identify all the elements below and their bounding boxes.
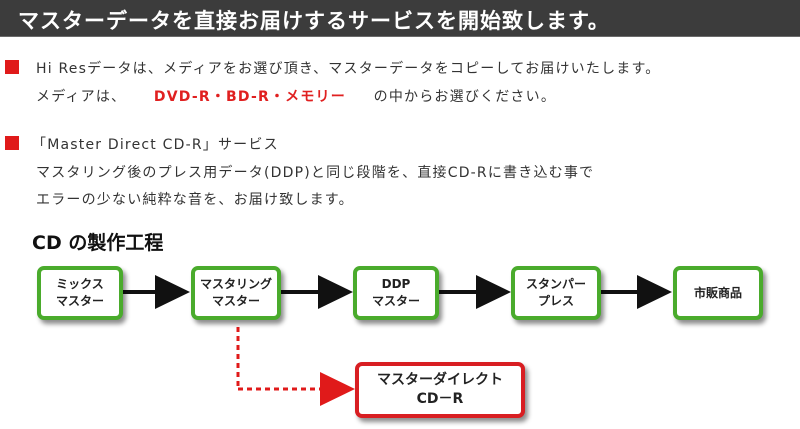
step-label: スタンパー プレス: [525, 277, 586, 308]
step-ddp-master: DDP マスター: [353, 266, 439, 320]
master-direct-cdr-box: マスターダイレクト CD－R: [355, 362, 525, 418]
step-label: 市販商品: [693, 285, 742, 300]
flow-arrow: [476, 275, 511, 309]
service-line-1: マスタリング後のプレス用データ(DDP)と同じ段階を、直接CD-Rに書き込む事で: [36, 165, 595, 181]
service-line-2: エラーの少ない純粋な音を、お届け致します。: [36, 192, 354, 208]
header-bar: マスターデータを直接お届けするサービスを開始致します。: [0, 0, 800, 37]
media-options: DVD-R・BD-R・メモリー: [153, 89, 346, 105]
intro-line-1: Hi Resデータは、メディアをお選び頂き、マスターデータをコピーしてお届けいた…: [36, 61, 661, 77]
bullet-marker: [5, 60, 19, 74]
intro-line-2-suffix: の中からお選びください。: [373, 89, 557, 105]
step-mix-master: ミックス マスター: [37, 266, 123, 320]
flow-arrow: [637, 275, 672, 309]
flow-arrow: [318, 275, 353, 309]
intro-line-2: メディアは、 DVD-R・BD-R・メモリー の中からお選びください。: [36, 86, 556, 106]
step-stamper-press: スタンパー プレス: [511, 266, 601, 320]
intro-line-2-prefix: メディアは、: [36, 89, 127, 105]
step-mastering-master: マスタリング マスター: [191, 266, 281, 320]
step-label: ミックス マスター: [55, 277, 104, 308]
step-retail-product: 市販商品: [673, 266, 763, 320]
bullet-marker: [5, 136, 19, 150]
service-title: 「Master Direct CD-R」サービス: [32, 137, 279, 153]
direct-label: マスターダイレクト CD－R: [377, 372, 503, 407]
page-title: マスターデータを直接お届けするサービスを開始致します。: [18, 9, 610, 33]
process-heading: CD の製作工程: [32, 232, 164, 254]
step-label: DDP マスター: [371, 277, 420, 308]
flow-arrow: [155, 275, 190, 309]
step-label: マスタリング マスター: [199, 277, 272, 308]
direct-arrow: [320, 372, 355, 406]
